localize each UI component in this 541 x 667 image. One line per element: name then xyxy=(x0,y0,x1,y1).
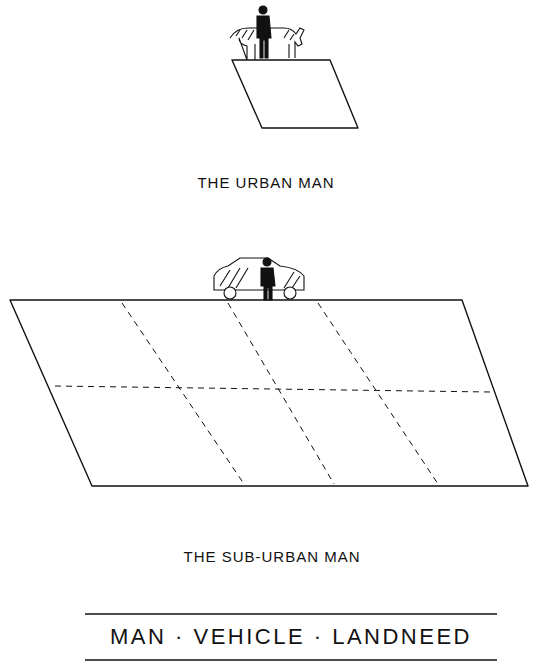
man-with-donkey xyxy=(230,6,304,60)
plot-label: THE URBAN MAN xyxy=(197,174,334,191)
caption: MAN · VEHICLE · LANDNEED xyxy=(110,624,472,650)
man-with-car xyxy=(214,258,304,300)
caption-rules xyxy=(85,614,497,660)
plot-label: THE SUB-URBAN MAN xyxy=(183,548,360,565)
suburban-plot xyxy=(10,300,528,486)
plot-divisions xyxy=(55,303,490,484)
urban-plot xyxy=(232,60,358,128)
